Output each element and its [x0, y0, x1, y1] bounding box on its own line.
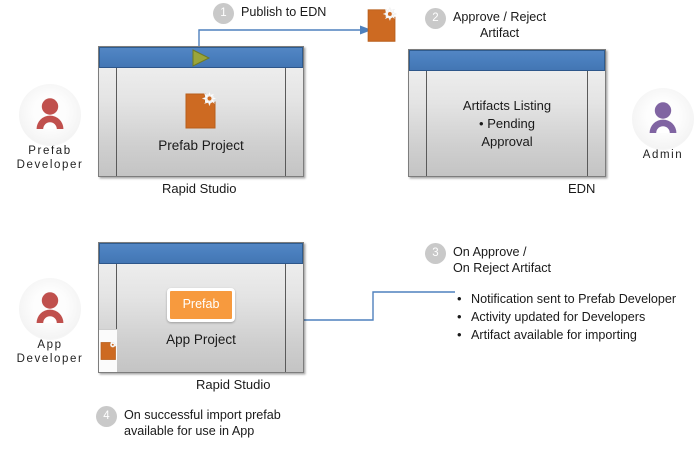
step-badge-4: 4 — [96, 406, 117, 427]
artifacts-listing-bullet-line2: Approval — [481, 133, 533, 149]
actor-label: Admin — [615, 148, 700, 162]
window-caption-rapid-studio-2: Rapid Studio — [196, 377, 271, 392]
project-content: Prefab App Project — [117, 264, 285, 372]
artifact-icon-in-transit — [367, 7, 398, 42]
artifacts-listing-heading: Artifacts Listing — [462, 97, 552, 113]
step-2: 2 Approve / Reject Artifact — [425, 8, 546, 41]
edn-content: Artifacts Listing • Pending Approval — [427, 71, 587, 176]
project-content: Prefab Project — [117, 68, 285, 176]
window-left-pane[interactable] — [409, 71, 427, 176]
artifact-icon — [185, 90, 218, 128]
window-right-pane[interactable] — [285, 264, 303, 372]
list-item: Artifact available for importing — [455, 326, 676, 344]
list-item: Activity updated for Developers — [455, 308, 676, 326]
actor-label-line2: Developer — [16, 353, 84, 365]
window-titlebar[interactable] — [99, 243, 303, 264]
step-text-4: On successful import prefab available fo… — [124, 408, 281, 438]
window-left-pane[interactable] — [99, 68, 117, 176]
window-app-project[interactable]: Prefab App Project — [98, 242, 304, 373]
avatar-halo — [632, 88, 694, 150]
project-name: App Project — [166, 332, 236, 347]
step-badge-1: 1 — [213, 3, 234, 24]
actor-label-line1: App — [37, 339, 63, 351]
artifacts-listing: Artifacts Listing • Pending Approval — [463, 97, 551, 151]
run-play-icon[interactable] — [190, 48, 212, 67]
dock-artifact-slot[interactable] — [99, 329, 117, 372]
actor-label-line1: Admin — [642, 149, 684, 161]
list-item: Notification sent to Prefab Developer — [455, 290, 676, 308]
window-edn[interactable]: Artifacts Listing • Pending Approval — [408, 49, 606, 177]
step-text-2: Approve / Reject Artifact — [453, 10, 547, 40]
window-body: Prefab App Project — [99, 264, 303, 372]
approve-reject-notes: Notification sent to Prefab Developer Ac… — [455, 290, 676, 345]
step-text-3: On Approve / On Reject Artifact — [453, 245, 551, 275]
window-body: Prefab Project — [99, 68, 303, 176]
actor-label: Prefab Developer — [2, 144, 98, 172]
actor-admin: Admin — [615, 88, 700, 162]
window-body: Artifacts Listing • Pending Approval — [409, 71, 605, 176]
actor-label: App Developer — [2, 338, 98, 366]
window-center-pane[interactable]: Prefab App Project — [117, 264, 285, 372]
avatar-halo — [19, 278, 81, 340]
step-badge-3: 3 — [425, 243, 446, 264]
prefab-chip[interactable]: Prefab — [166, 288, 236, 322]
window-caption-edn: EDN — [568, 181, 596, 196]
window-right-pane[interactable] — [285, 68, 303, 176]
window-center-pane[interactable]: Artifacts Listing • Pending Approval — [427, 71, 587, 176]
person-icon — [36, 292, 64, 323]
connector-approve-reject — [289, 291, 455, 325]
step-1: 1 Publish to EDN — [213, 3, 326, 24]
actor-label-line2: Developer — [16, 159, 84, 171]
avatar-halo — [19, 84, 81, 146]
step-text-1: Publish to EDN — [241, 5, 327, 19]
window-right-pane[interactable] — [587, 71, 605, 176]
step-badge-2: 2 — [425, 8, 446, 29]
notes-list: Notification sent to Prefab Developer Ac… — [455, 290, 676, 344]
connector-publish-to-edn — [198, 25, 372, 47]
window-caption-rapid-studio-1: Rapid Studio — [162, 181, 237, 196]
window-titlebar[interactable] — [409, 50, 605, 71]
person-icon — [649, 102, 677, 133]
project-name: Prefab Project — [158, 137, 244, 153]
artifact-icon — [100, 342, 116, 360]
artifacts-listing-bullet: • Pending — [479, 115, 535, 131]
window-titlebar[interactable] — [99, 47, 303, 68]
actor-prefab-developer: Prefab Developer — [2, 84, 98, 172]
artifacts-listing-bullet-text: Pending — [487, 115, 535, 131]
actor-app-developer: App Developer — [2, 278, 98, 366]
window-left-pane[interactable] — [99, 264, 117, 372]
actor-label-line1: Prefab — [28, 145, 72, 157]
step-3: 3 On Approve / On Reject Artifact — [425, 243, 551, 276]
step-4: 4 On successful import prefab available … — [96, 406, 281, 439]
window-center-pane[interactable]: Prefab Project — [117, 68, 285, 176]
window-prefab-project[interactable]: Prefab Project — [98, 46, 304, 177]
person-icon — [36, 98, 64, 129]
